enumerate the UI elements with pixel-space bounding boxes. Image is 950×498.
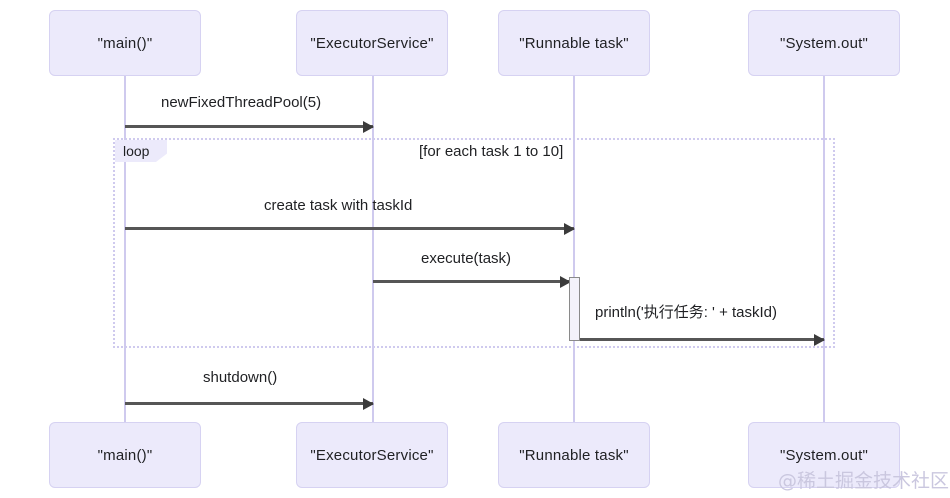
- participant-box-sysout-bottom[interactable]: "System.out": [748, 422, 900, 488]
- participant-box-main-bottom[interactable]: "main()": [49, 422, 201, 488]
- activation-bar-runnable: [569, 277, 580, 341]
- lifeline-runnable: [573, 76, 575, 422]
- lifeline-executor: [372, 76, 374, 422]
- participant-label-executor-bottom: "ExecutorService": [310, 446, 434, 464]
- loop-fragment-tag: loop: [115, 140, 168, 162]
- participant-box-sysout-top[interactable]: "System.out": [748, 10, 900, 76]
- loop-fragment-condition: [for each task 1 to 10]: [419, 143, 564, 160]
- message-arrow-create-task: [125, 227, 574, 230]
- lifeline-main: [124, 76, 126, 422]
- participant-label-runnable-top: "Runnable task": [519, 34, 629, 52]
- watermark: @稀土掘金技术社区: [778, 470, 950, 492]
- lifeline-sysout: [823, 76, 825, 422]
- message-label-create-task: create task with taskId: [264, 197, 413, 214]
- participant-box-executor-bottom[interactable]: "ExecutorService": [296, 422, 448, 488]
- message-arrow-execute-task: [373, 280, 570, 283]
- message-label-newfixedthreadpool: newFixedThreadPool(5): [161, 94, 322, 111]
- participant-box-runnable-bottom[interactable]: "Runnable task": [498, 422, 650, 488]
- participant-label-sysout-top: "System.out": [779, 34, 869, 52]
- message-arrow-println: [580, 338, 824, 341]
- participant-box-executor-top[interactable]: "ExecutorService": [296, 10, 448, 76]
- participant-label-executor-top: "ExecutorService": [310, 34, 434, 52]
- message-label-shutdown: shutdown(): [203, 369, 278, 386]
- message-label-println: println('执行任务: ' + taskId): [595, 304, 778, 321]
- message-arrow-newfixedthreadpool: [125, 125, 373, 128]
- message-label-execute-task: execute(task): [421, 250, 512, 267]
- participant-label-sysout-bottom: "System.out": [779, 446, 869, 464]
- participant-box-main-top[interactable]: "main()": [49, 10, 201, 76]
- loop-fragment-frame: [113, 138, 835, 348]
- participant-label-main-bottom: "main()": [97, 446, 153, 464]
- participant-label-main-top: "main()": [97, 34, 153, 52]
- participant-label-runnable-bottom: "Runnable task": [519, 446, 629, 464]
- participant-box-runnable-top[interactable]: "Runnable task": [498, 10, 650, 76]
- message-arrow-shutdown: [125, 402, 373, 405]
